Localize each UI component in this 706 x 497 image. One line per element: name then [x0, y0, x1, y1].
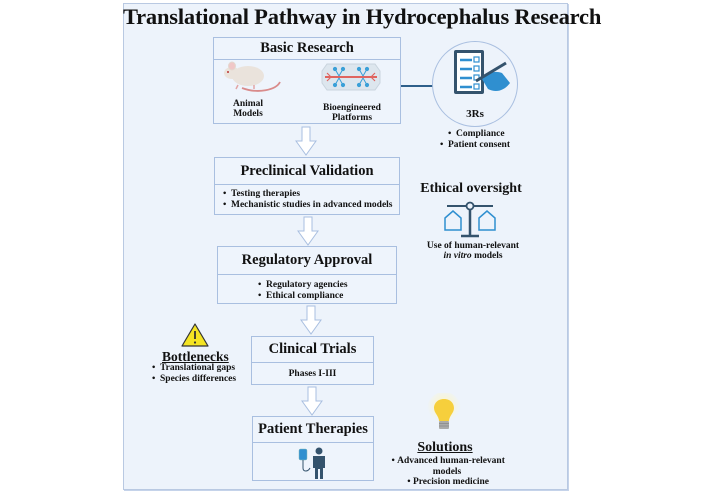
- down-arrow-icon: [297, 216, 319, 246]
- italic-term: in vitro: [443, 251, 472, 261]
- basic-item-label-animal: Animal Models: [222, 99, 274, 119]
- text-line: in vitro models: [418, 251, 528, 261]
- stage-patient-therapies: Patient Therapies: [252, 416, 374, 481]
- patient-iv-icon: [298, 447, 325, 479]
- text-rest: models: [471, 251, 503, 261]
- bullet-item: Precision medicine: [374, 477, 520, 488]
- microfluidic-chip-icon: [321, 63, 381, 91]
- bottlenecks-bullets: Translational gaps Species differences: [152, 363, 236, 384]
- checklist-hand-icon: [454, 50, 510, 94]
- connector-line: [401, 85, 433, 87]
- stage-title: Regulatory Approval: [218, 247, 396, 275]
- stage-title: Basic Research: [214, 38, 400, 60]
- stage-clinical-trials: Clinical Trials Phases I-III: [251, 336, 374, 385]
- down-arrow-icon: [300, 305, 322, 335]
- balance-scale-icon: [444, 201, 496, 238]
- three-rs-label: 3Rs: [466, 108, 484, 120]
- bullet-item: Patient consent: [440, 140, 510, 151]
- label-line: Animal: [232, 99, 264, 109]
- bullet-item: Testing therapies: [223, 189, 399, 200]
- stage-bullets: Testing therapies Mechanistic studies in…: [215, 185, 399, 210]
- bottlenecks-title: Bottlenecks: [162, 349, 229, 364]
- ethical-oversight-title: Ethical oversight: [420, 181, 522, 196]
- bullet-item: Translational gaps: [152, 363, 236, 374]
- warning-icon: [181, 323, 209, 347]
- solutions-title: Solutions: [417, 440, 473, 455]
- bullet-item: Compliance: [440, 129, 510, 140]
- three-rs-bullets: Compliance Patient consent: [440, 129, 510, 150]
- lightbulb-icon: [427, 393, 461, 429]
- bullet-item: Mechanistic studies in advanced models: [223, 200, 399, 211]
- basic-item-label-bioengineered: Bioengineered Platforms: [314, 103, 390, 123]
- bullet-item: Regulatory agencies: [258, 280, 396, 291]
- text-line: Use of human-relevant: [426, 241, 520, 251]
- solutions-bullets: Advanced human-relevant models Precision…: [374, 456, 520, 488]
- label-line: Platforms: [331, 113, 373, 123]
- stage-title: Preclinical Validation: [215, 158, 399, 185]
- label-line: Models: [233, 109, 263, 119]
- bullet-item: Advanced human-relevant models: [374, 456, 520, 477]
- mouse-icon: [224, 61, 281, 92]
- stage-subtitle: Phases I-III: [288, 369, 337, 379]
- bullet-item: Species differences: [152, 374, 236, 385]
- stage-regulatory-approval: Regulatory Approval Regulatory agencies …: [217, 246, 397, 304]
- stage-preclinical-validation: Preclinical Validation Testing therapies…: [214, 157, 400, 215]
- three-rs-circle: [432, 41, 518, 127]
- label-line: Bioengineered: [323, 103, 381, 113]
- ethical-oversight-text: Use of human-relevant in vitro models: [418, 241, 528, 261]
- down-arrow-icon: [301, 386, 323, 416]
- stage-title: Patient Therapies: [253, 417, 373, 443]
- down-arrow-icon: [295, 126, 317, 156]
- bullet-item: Ethical compliance: [258, 291, 396, 302]
- stage-bullets: Regulatory agencies Ethical compliance: [218, 275, 396, 301]
- stage-title: Clinical Trials: [252, 337, 373, 363]
- diagram-title: Translational Pathway in Hydrocephalus R…: [123, 4, 602, 29]
